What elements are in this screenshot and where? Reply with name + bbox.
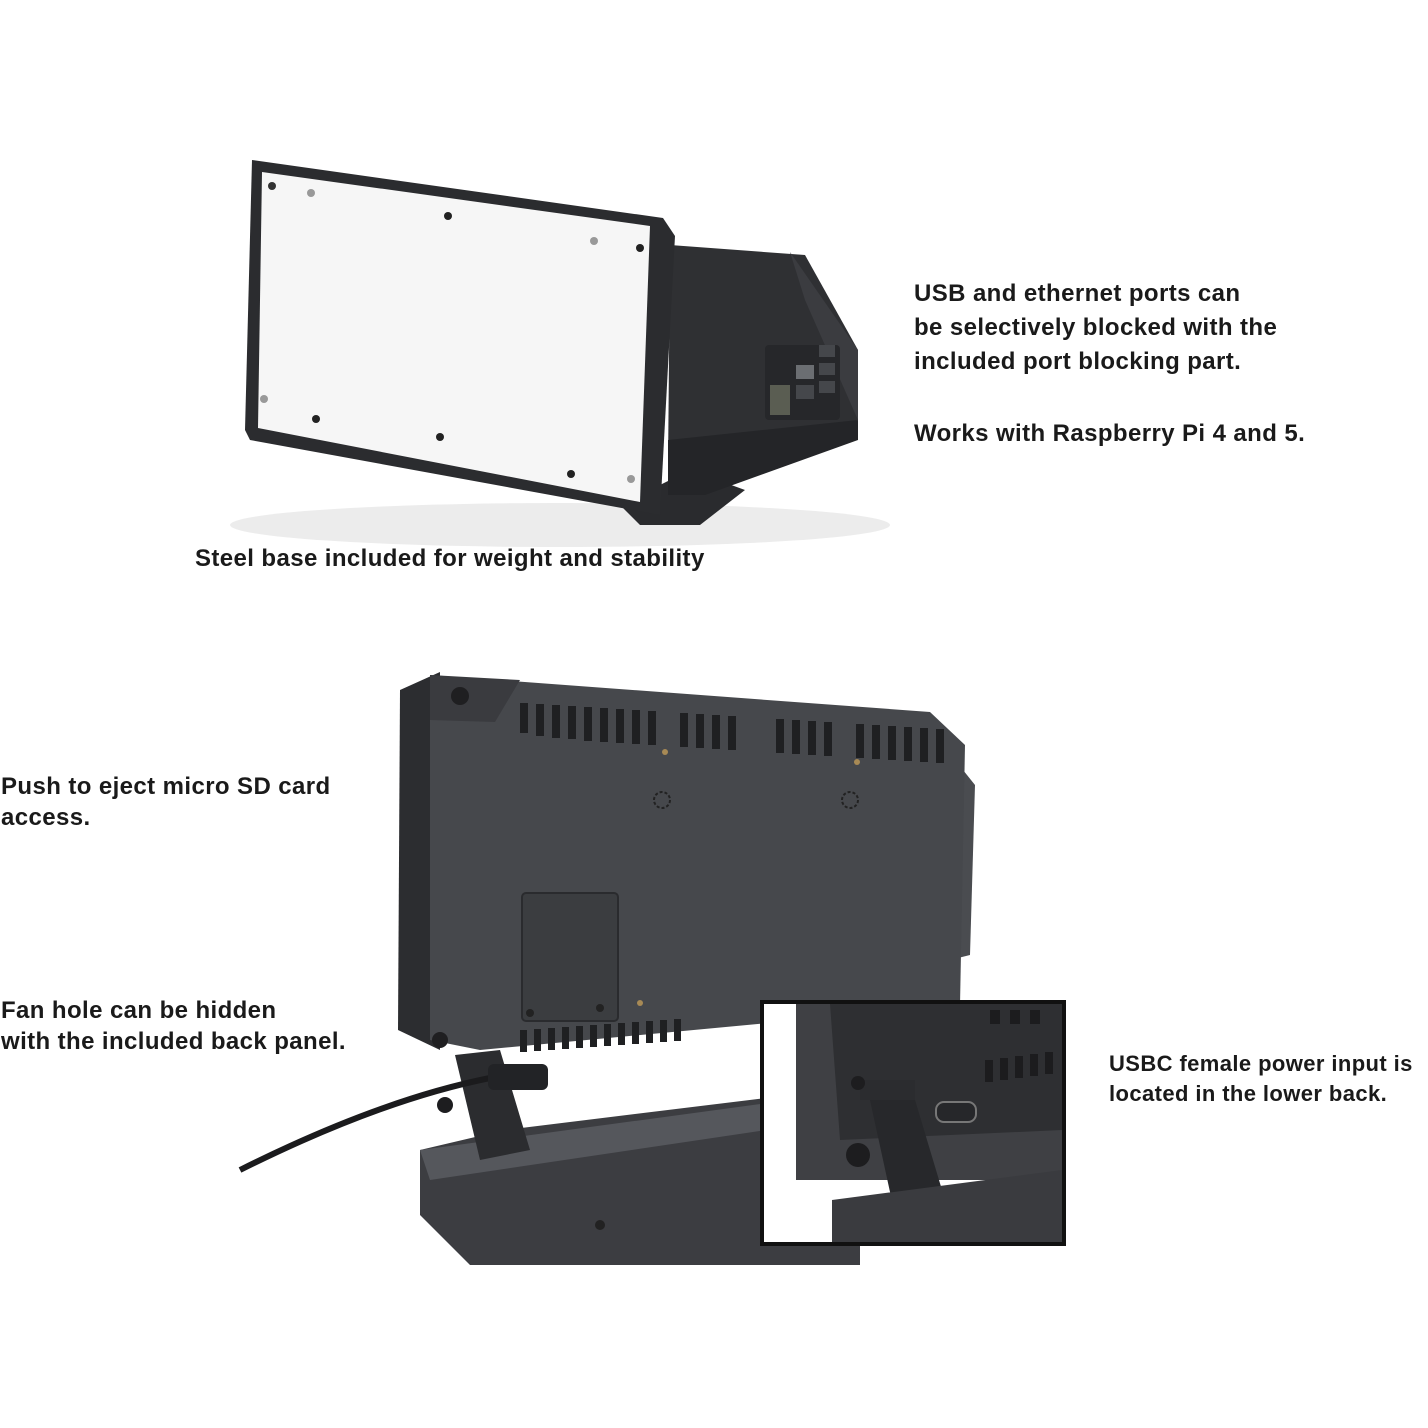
compat-caption: Works with Raspberry Pi 4 and 5. [914, 417, 1305, 451]
sdcard-caption-line-1: Push to eject micro SD card [1, 773, 331, 800]
ports-caption: USB and ethernet ports can be selectivel… [914, 277, 1277, 379]
power-caption-line-2: located in the lower back. [1109, 1081, 1388, 1106]
sdcard-caption: Push to eject micro SD card access. [1, 771, 331, 833]
compat-caption-text: Works with Raspberry Pi 4 and 5. [914, 420, 1306, 447]
base-caption-text: Steel base included for weight and stabi… [195, 545, 705, 572]
ethernet-port-icon [770, 385, 790, 415]
ports-caption-line-3: included port blocking part. [914, 348, 1242, 375]
rear-view-enclosure [238, 672, 975, 1265]
front-view-enclosure [230, 160, 890, 547]
ports-caption-line-2: be selectively blocked with the [914, 314, 1278, 341]
usbc-detail-inset [760, 1000, 1066, 1246]
fan-caption: Fan hole can be hidden with the included… [1, 995, 346, 1057]
fan-caption-line-1: Fan hole can be hidden [1, 997, 277, 1024]
ports-caption-line-1: USB and ethernet ports can [914, 280, 1241, 307]
power-caption: USBC female power input is located in th… [1109, 1049, 1413, 1109]
sdcard-caption-line-2: access. [1, 804, 91, 831]
base-caption: Steel base included for weight and stabi… [195, 542, 705, 576]
usb-port-icon [796, 365, 814, 379]
usbc-port-icon [935, 1101, 977, 1123]
fan-caption-line-2: with the included back panel. [1, 1028, 346, 1055]
power-caption-line-1: USBC female power input is [1109, 1051, 1413, 1076]
